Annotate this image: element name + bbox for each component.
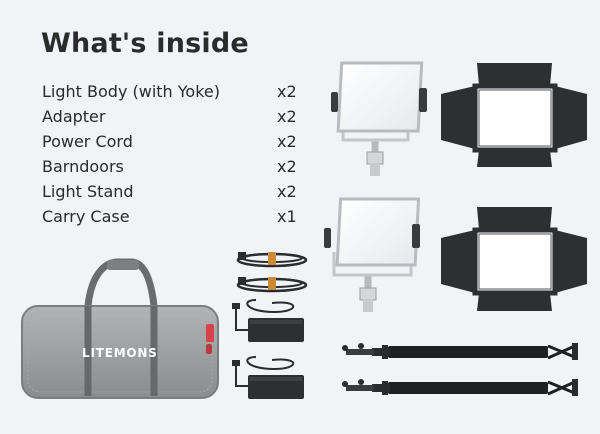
list-item: Power Cord x2 bbox=[42, 129, 302, 154]
brand-logo: LITEMONS bbox=[82, 346, 158, 360]
adapter-2 bbox=[232, 356, 304, 399]
item-quantity: x2 bbox=[277, 182, 297, 201]
light-panel-1 bbox=[331, 61, 427, 176]
light-stand-1 bbox=[342, 343, 578, 360]
light-stand-2 bbox=[342, 379, 578, 396]
item-quantity: x2 bbox=[277, 107, 297, 126]
item-quantity: x1 bbox=[277, 207, 297, 226]
barndoors-2 bbox=[441, 207, 587, 311]
item-name: Barndoors bbox=[42, 157, 124, 176]
list-item: Adapter x2 bbox=[42, 104, 302, 129]
page-title: What's inside bbox=[41, 28, 249, 59]
item-name: Light Body (with Yoke) bbox=[42, 82, 220, 101]
item-quantity: x2 bbox=[277, 132, 297, 151]
adapter-1 bbox=[232, 299, 304, 342]
item-name: Power Cord bbox=[42, 132, 133, 151]
item-name: Adapter bbox=[42, 107, 106, 126]
item-name: Light Stand bbox=[42, 182, 134, 201]
item-quantity: x2 bbox=[277, 82, 297, 101]
power-cord-1 bbox=[236, 252, 308, 268]
carry-case: LITEMONS bbox=[21, 258, 219, 399]
item-quantity: x2 bbox=[277, 157, 297, 176]
barndoors-1 bbox=[441, 63, 587, 167]
contents-list: Light Body (with Yoke) x2 Adapter x2 Pow… bbox=[42, 79, 302, 229]
list-item: Barndoors x2 bbox=[42, 154, 302, 179]
list-item: Light Stand x2 bbox=[42, 179, 302, 204]
item-name: Carry Case bbox=[42, 207, 130, 226]
list-item: Carry Case x1 bbox=[42, 204, 302, 229]
list-item: Light Body (with Yoke) x2 bbox=[42, 79, 302, 104]
power-cord-2 bbox=[236, 277, 308, 293]
light-panel-2 bbox=[324, 197, 421, 312]
